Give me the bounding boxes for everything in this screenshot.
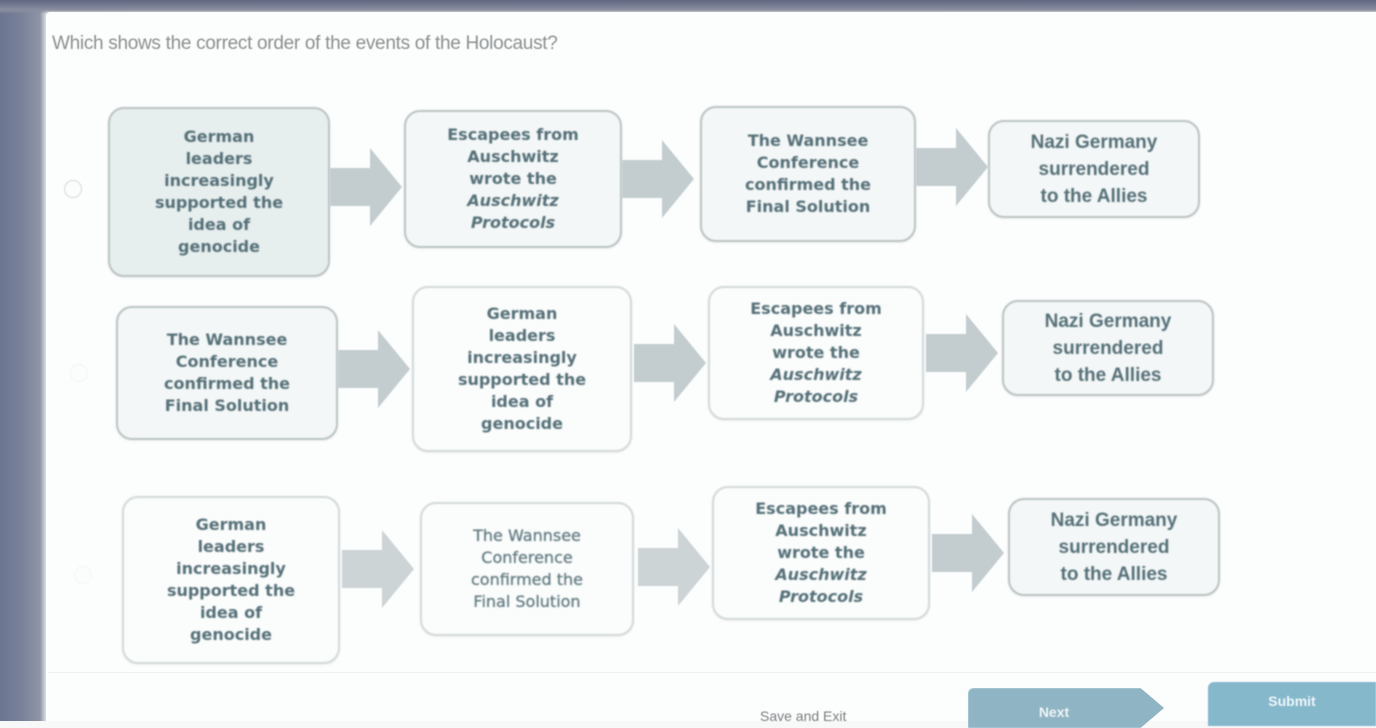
step-text: German leaders increasingly supported th…: [154, 127, 284, 256]
radio-option-2[interactable]: [70, 364, 88, 382]
step-text: Escapees from Auschwitz wrote the Auschw…: [447, 125, 579, 232]
step-text: German leaders increasingly supported th…: [457, 304, 587, 433]
radio-option-3[interactable]: [74, 566, 92, 584]
step-text: Nazi Germany surrendered to the Allies: [1050, 509, 1178, 585]
right-arrow-icon: [932, 514, 1004, 592]
right-arrow-icon: [638, 528, 710, 606]
option-1-step-1: German leaders increasingly supported th…: [108, 107, 330, 277]
step-text: Nazi Germany surrendered to the Allies: [1030, 131, 1158, 207]
option-3-step-3: Escapees from Auschwitz wrote the Auschw…: [712, 486, 930, 620]
footer-divider: [48, 672, 1376, 673]
submit-button[interactable]: Submit: [1208, 682, 1376, 726]
option-3-step-1: German leaders increasingly supported th…: [122, 496, 340, 664]
option-1-step-3: The Wannsee Conference confirmed the Fin…: [700, 106, 916, 242]
option-3-step-2: The Wannsee Conference confirmed the Fin…: [420, 502, 634, 636]
right-arrow-icon: [342, 530, 414, 608]
step-text: The Wannsee Conference confirmed the Fin…: [163, 330, 291, 415]
next-button[interactable]: Next: [968, 688, 1164, 728]
right-arrow-icon: [916, 128, 988, 206]
window-top-edge: [0, 0, 1376, 14]
right-arrow-icon: [338, 330, 410, 408]
option-2-step-3: Escapees from Auschwitz wrote the Auschw…: [708, 286, 924, 420]
save-and-exit-link[interactable]: Save and Exit: [760, 708, 847, 724]
option-1-step-2: Escapees from Auschwitz wrote the Auschw…: [404, 110, 622, 248]
option-2-step-1: The Wannsee Conference confirmed the Fin…: [116, 306, 338, 440]
option-3-step-4: Nazi Germany surrendered to the Allies: [1008, 498, 1220, 596]
step-text: The Wannsee Conference confirmed the Fin…: [744, 131, 872, 216]
option-2-step-4: Nazi Germany surrendered to the Allies: [1002, 300, 1214, 396]
right-arrow-icon: [926, 314, 998, 392]
step-text: Nazi Germany surrendered to the Allies: [1044, 310, 1172, 386]
option-2-step-2: German leaders increasingly supported th…: [412, 286, 632, 452]
step-text: German leaders increasingly supported th…: [166, 515, 296, 644]
radio-option-1[interactable]: [64, 180, 82, 198]
step-text: Escapees from Auschwitz wrote the Auschw…: [750, 299, 882, 406]
question-text: Which shows the correct order of the eve…: [52, 33, 558, 54]
option-1-step-4: Nazi Germany surrendered to the Allies: [988, 120, 1200, 218]
step-text: Escapees from Auschwitz wrote the Auschw…: [755, 499, 887, 606]
right-arrow-icon: [622, 140, 694, 218]
step-text: The Wannsee Conference confirmed the Fin…: [470, 526, 584, 611]
right-arrow-icon: [634, 324, 706, 402]
right-arrow-icon: [330, 148, 402, 226]
